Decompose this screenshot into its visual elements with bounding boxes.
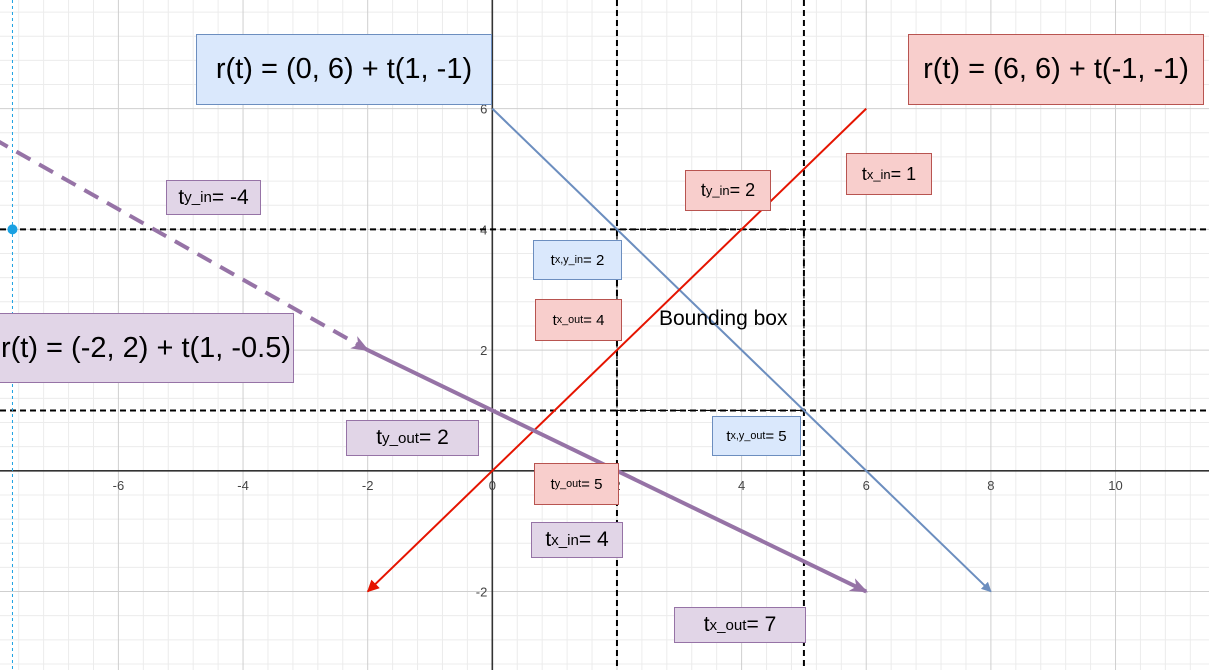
x-tick-label: -2 xyxy=(362,478,374,493)
series-line-dashed xyxy=(0,140,370,352)
x-tick-label: 10 xyxy=(1108,478,1122,493)
series-line xyxy=(366,107,867,593)
y-tick-label: -2 xyxy=(476,585,488,600)
bounding-box-label: Bounding box xyxy=(659,307,788,330)
x-tick-label: -6 xyxy=(113,478,125,493)
x-tick-label: 8 xyxy=(987,478,994,493)
purple-line-equation: r(t) = (-2, 2) + t(1, -0.5) xyxy=(0,313,294,383)
red-line-equation: r(t) = (6, 6) + t(-1, -1) xyxy=(908,34,1204,105)
y-tick-label: 2 xyxy=(480,343,487,358)
y-tick-label: 6 xyxy=(480,102,487,117)
series-line xyxy=(491,107,992,593)
marker-point xyxy=(7,224,18,235)
x-tick-label: 4 xyxy=(738,478,745,493)
x-tick-label: 0 xyxy=(489,478,496,493)
x-tick-label: -4 xyxy=(237,478,249,493)
blue-line-equation: r(t) = (0, 6) + t(1, -1) xyxy=(196,34,492,105)
x-tick-label: 6 xyxy=(863,478,870,493)
